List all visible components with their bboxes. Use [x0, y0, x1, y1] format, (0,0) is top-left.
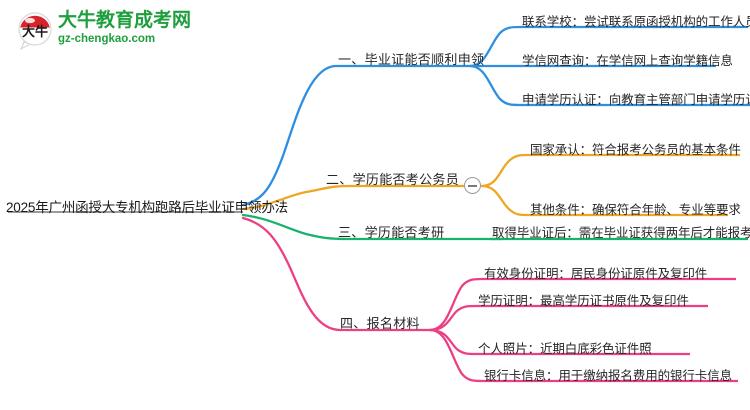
- mindmap-branch-3[interactable]: 三、学历能否考研: [338, 225, 445, 240]
- mindmap-leaf-4-4[interactable]: 银行卡信息：用于缴纳报名费用的银行卡信息: [484, 369, 733, 383]
- collapse-toggle-button[interactable]: [464, 177, 481, 194]
- mindmap-branch-4[interactable]: 四、报名材料: [340, 316, 420, 331]
- mindmap-leaf-4-3[interactable]: 个人照片：近期白底彩色证件照: [478, 342, 652, 356]
- mindmap-branch-1[interactable]: 一、毕业证能否顺利申领: [338, 52, 485, 67]
- site-logo[interactable]: 大牛 大牛教育成考网 gz-chengkao.com: [12, 6, 212, 54]
- mindmap-leaf-3-1[interactable]: 取得毕业证后：需在毕业证获得两年后才能报考: [492, 226, 750, 240]
- mindmap-leaf-1-1[interactable]: 联系学校：尝试联系原函授机构的工作人员: [522, 15, 750, 29]
- logo-wordmark: 大牛教育成考网 gz-chengkao.com: [58, 10, 208, 46]
- logo-subtitle: gz-chengkao.com: [58, 33, 156, 45]
- mindmap-leaf-1-3[interactable]: 申请学历认证：向教育主管部门申请学历认证: [522, 93, 750, 107]
- mindmap-branch-2[interactable]: 二、学历能否考公务员: [326, 172, 460, 187]
- svg-text:大牛: 大牛: [22, 24, 48, 40]
- minus-icon: [468, 185, 477, 187]
- mindmap-leaf-2-2[interactable]: 其他条件：确保符合年龄、专业等要求: [530, 203, 741, 217]
- mindmap-root-node[interactable]: 2025年广州函授大专机构跑路后毕业证申领办法: [6, 200, 288, 215]
- mindmap-leaf-4-2[interactable]: 学历证明：最高学历证书原件及复印件: [478, 294, 689, 308]
- mindmap-leaf-1-2[interactable]: 学信网查询：在学信网上查询学籍信息: [522, 54, 733, 68]
- daniu-bull-logo-icon: 大牛: [14, 9, 56, 51]
- logo-title: 大牛教育成考网: [58, 10, 192, 31]
- mindmap-leaf-2-1[interactable]: 国家承认：符合报考公务员的基本条件: [530, 143, 741, 157]
- mindmap-leaf-4-1[interactable]: 有效身份证明：居民身份证原件及复印件: [484, 267, 708, 281]
